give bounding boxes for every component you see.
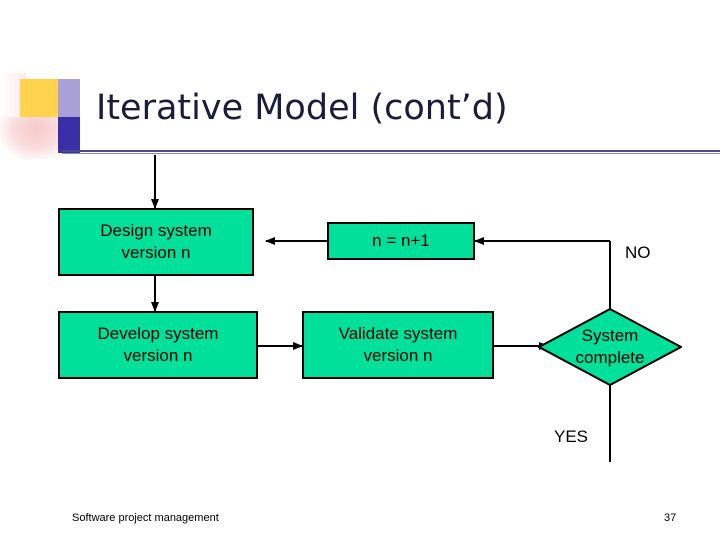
edge-label-no: NO [625, 243, 651, 262]
node-develop-system-label: Develop system version n [97, 324, 219, 365]
node-validate-system: Validate system version n [302, 311, 494, 379]
node-validate-system-label: Validate system version n [338, 324, 458, 365]
node-system-complete-label: System complete [575, 326, 645, 367]
title-divider-secondary [62, 153, 720, 154]
node-increment-n-label: n = n+1 [372, 231, 430, 250]
decorative-logo [0, 53, 96, 159]
footer-text: Software project management [72, 512, 219, 524]
diamond-shape [538, 308, 682, 386]
logo-blue-bar [58, 117, 80, 153]
node-design-system: Design system version n [58, 208, 254, 276]
node-design-system-label: Design system version n [100, 221, 212, 262]
edge-label-yes: YES [554, 427, 589, 446]
page-title: Iterative Model (cont’d) [96, 88, 508, 128]
title-divider [62, 150, 720, 152]
slide-number: 37 [664, 512, 677, 524]
node-increment-n: n = n+1 [327, 222, 475, 260]
node-develop-system: Develop system version n [58, 311, 258, 379]
logo-pink-shape [0, 117, 60, 159]
logo-yellow-square [20, 79, 58, 117]
node-system-complete: System complete [538, 308, 682, 386]
